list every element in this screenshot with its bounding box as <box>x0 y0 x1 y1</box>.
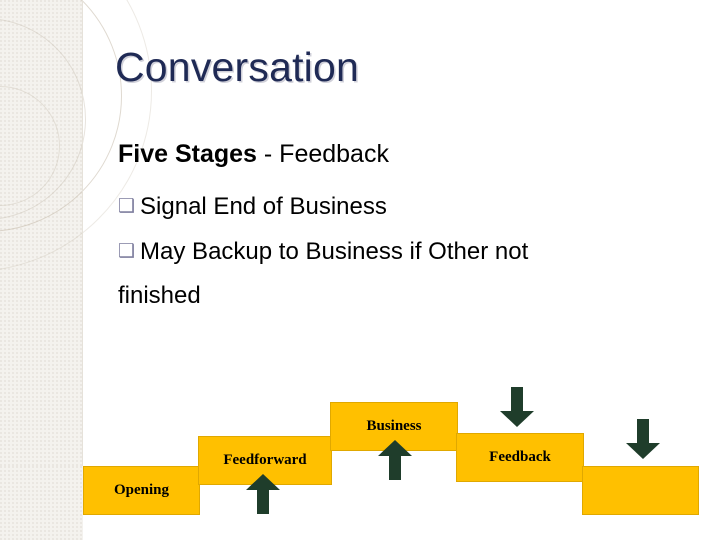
bullet-item-1: ❑Signal End of Business <box>118 191 698 223</box>
conversation-stages-diagram: Opening Feedforward Business Feedback <box>0 387 720 540</box>
arrow-up-opening-to-feedforward <box>243 474 283 514</box>
diagram-box-opening: Opening <box>83 466 200 515</box>
page-title: Conversation <box>115 44 359 90</box>
band-edge-line <box>82 0 83 540</box>
arrow-up-feedforward-to-business <box>375 440 415 480</box>
bullet-text-1: Signal End of Business <box>140 193 387 220</box>
subheading-rest: - Feedback <box>256 140 389 168</box>
subheading: Five Stages - Feedback <box>118 140 698 169</box>
arrow-down-feedback-to-closing <box>623 419 663 459</box>
band-bottom-cover <box>0 466 83 540</box>
bullet-marker-icon: ❑ <box>118 240 136 262</box>
body-content: Five Stages - Feedback ❑Signal End of Bu… <box>118 140 698 312</box>
bullet-item-2: ❑May Backup to Business if Other not <box>118 236 698 268</box>
band-texture <box>0 466 83 540</box>
diagram-box-feedback: Feedback <box>456 433 584 482</box>
diagram-box-closing <box>582 466 699 515</box>
bullet-text-2-continuation: finished <box>118 282 201 310</box>
bullet-text-2: May Backup to Business if Other not <box>140 237 529 265</box>
arrow-down-business-to-feedback <box>497 387 537 427</box>
bullet-marker-icon: ❑ <box>118 196 136 217</box>
subheading-strong: Five Stages <box>118 140 257 168</box>
